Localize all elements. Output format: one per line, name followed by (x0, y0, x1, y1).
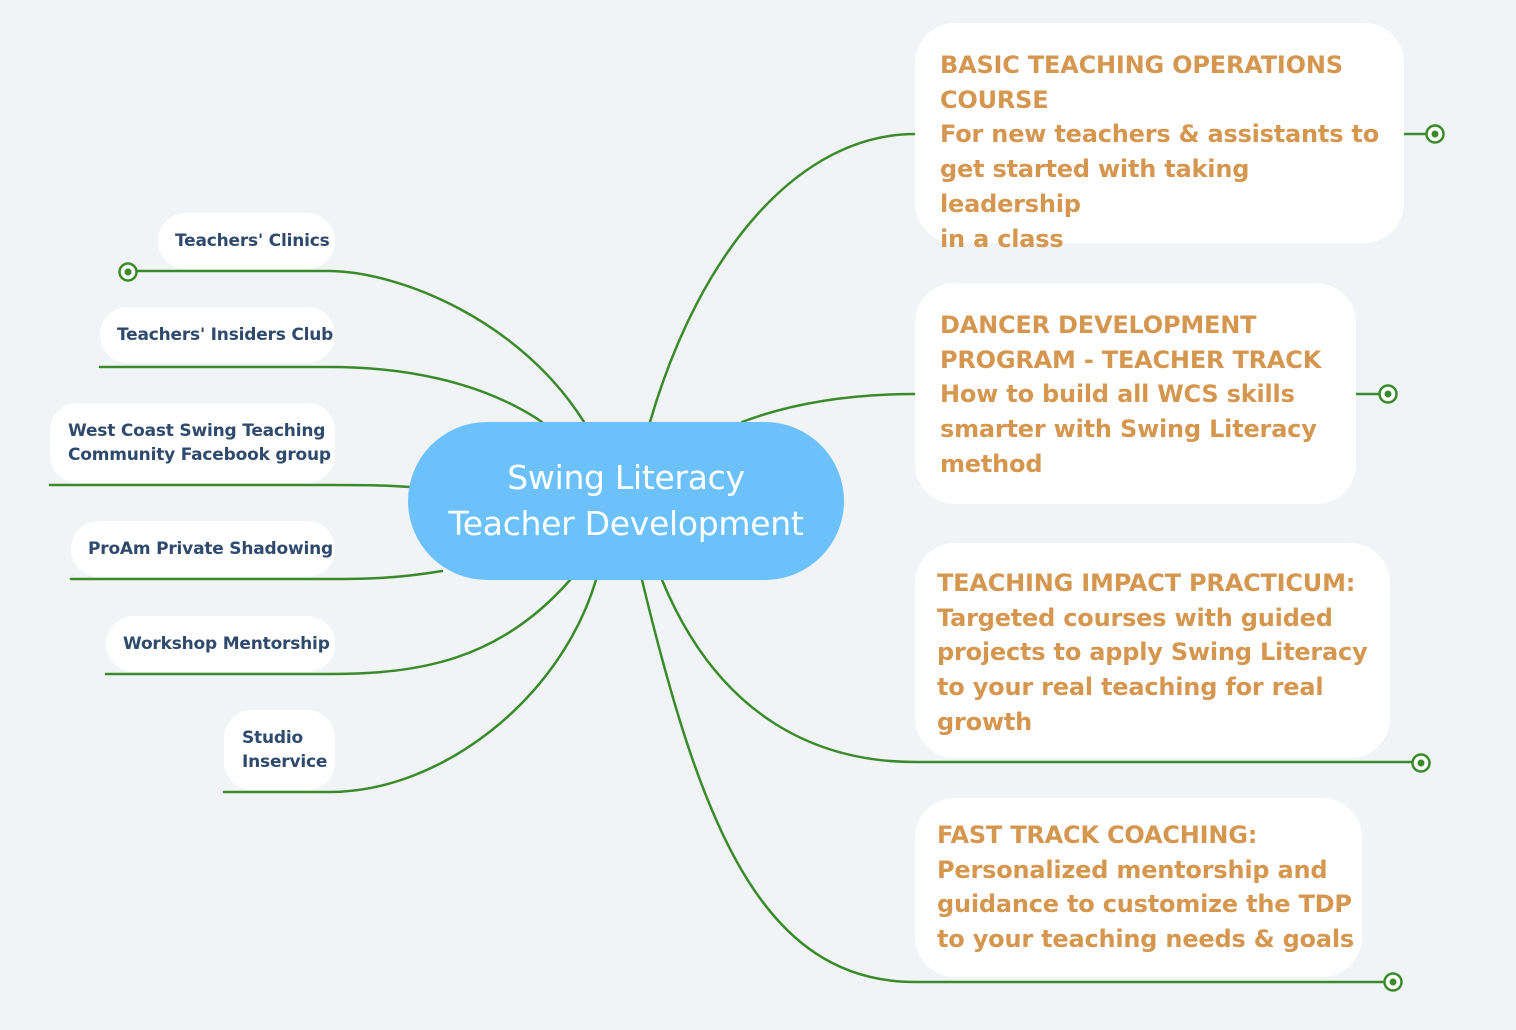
circle-dot-icon[interactable] (118, 262, 138, 282)
circle-dot-icon[interactable] (1425, 124, 1445, 144)
topic-title: DANCER DEVELOPMENT PROGRAM - TEACHER TRA… (940, 311, 1322, 374)
circle-dot-icon[interactable] (1378, 384, 1398, 404)
connector-proam (69, 569, 444, 581)
circle-dot-icon[interactable] (1383, 972, 1403, 992)
central-topic-title: Swing Literacy Teacher Development (448, 458, 804, 543)
connector-dancer-dev (740, 392, 917, 424)
central-topic[interactable]: Swing Literacy Teacher Development (408, 422, 844, 580)
connector-basic-ops (648, 132, 917, 424)
topic-proam-private-shadowing[interactable]: ProAm Private Shadowing (71, 521, 335, 577)
connector-insiders-club (98, 365, 544, 424)
topic-description: For new teachers & assistants to get sta… (940, 120, 1379, 253)
topic-description: Personalized mentorship and guidance to … (937, 855, 1354, 954)
topic-fast-track-coaching[interactable]: FAST TRACK COACHING: Personalized mentor… (915, 798, 1362, 977)
connector-fast-track (640, 578, 1394, 984)
topic-description: How to build all WCS skills smarter with… (940, 380, 1317, 478)
topic-description: Targeted courses with guided projects to… (937, 603, 1368, 736)
topic-teaching-impact-practicum[interactable]: TEACHING IMPACT PRACTICUM: Targeted cour… (915, 543, 1390, 758)
circle-dot-icon[interactable] (1411, 753, 1431, 773)
topic-label: West Coast Swing Teaching Community Face… (68, 421, 331, 465)
topic-dancer-development[interactable]: DANCER DEVELOPMENT PROGRAM - TEACHER TRA… (915, 283, 1356, 504)
topic-workshop-mentorship[interactable]: Workshop Mentorship (106, 616, 335, 672)
topic-title: TEACHING IMPACT PRACTICUM: (937, 569, 1356, 597)
topic-label: Teachers' Clinics (175, 231, 330, 251)
connector-studio (222, 578, 598, 794)
topic-label: Teachers' Insiders Club (117, 325, 334, 345)
topic-title: FAST TRACK COACHING: (937, 821, 1258, 849)
topic-title: BASIC TEACHING OPERATIONS COURSE (940, 51, 1343, 114)
connector-facebook-group (48, 483, 412, 489)
topic-basic-teaching-operations[interactable]: BASIC TEACHING OPERATIONS COURSE For new… (915, 23, 1404, 253)
topic-facebook-group[interactable]: West Coast Swing Teaching Community Face… (50, 403, 335, 483)
topic-teachers-insiders-club[interactable]: Teachers' Insiders Club (100, 307, 335, 363)
topic-teachers-clinics[interactable]: Teachers' Clinics (158, 213, 335, 269)
connector-workshop (104, 578, 572, 676)
topic-label: Workshop Mentorship (123, 634, 330, 654)
connector-teachers-clinics (126, 269, 586, 424)
topic-label: Studio Inservice (242, 728, 328, 772)
topic-label: ProAm Private Shadowing (88, 539, 333, 559)
connector-practicum (660, 578, 1422, 764)
topic-studio-inservice[interactable]: Studio Inservice (224, 710, 335, 790)
